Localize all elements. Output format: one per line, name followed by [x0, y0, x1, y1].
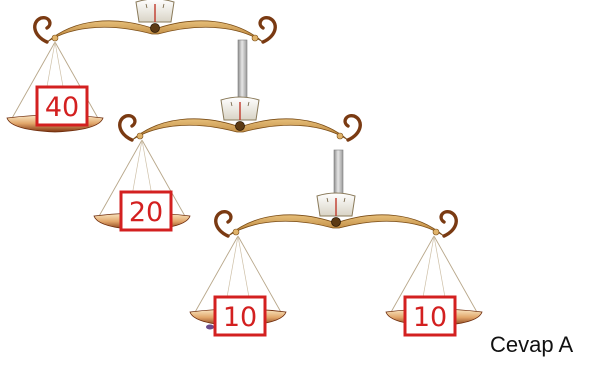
weight-box-bottom-right: 10: [405, 297, 455, 335]
weight-box-bottom-left: 10: [215, 297, 265, 335]
weight-label-top: 40: [45, 92, 79, 123]
small-object-icon: [206, 325, 214, 330]
weight-box-middle: 20: [121, 192, 171, 230]
weight-box-top: 40: [37, 87, 87, 125]
weight-label-middle: 20: [129, 197, 163, 228]
weight-label-bottom-left: 10: [223, 302, 257, 333]
answer-text: Cevap A: [490, 332, 573, 358]
weight-label-bottom-right: 10: [413, 302, 447, 333]
